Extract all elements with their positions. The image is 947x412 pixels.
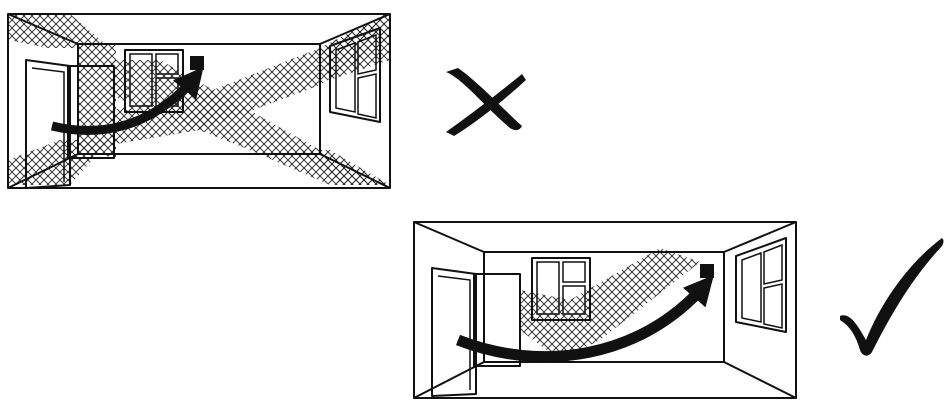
room-panel-correct	[413, 221, 797, 399]
open-door-leaf	[473, 273, 521, 367]
door	[431, 267, 521, 397]
air-conditioner-unit	[190, 56, 204, 70]
side-window	[329, 27, 381, 123]
room-outline	[413, 221, 797, 399]
cross-mark-icon	[446, 68, 526, 136]
back-wall	[77, 43, 321, 155]
check-mark-icon	[840, 238, 944, 356]
room-panel-incorrect	[7, 13, 391, 189]
back-window	[531, 257, 591, 321]
room-outline	[7, 13, 391, 189]
open-door-leaf	[67, 65, 115, 159]
door	[25, 59, 115, 189]
air-conditioner-unit	[700, 264, 714, 278]
back-wall	[483, 251, 725, 363]
airflow-coverage-hatch	[520, 248, 700, 360]
side-window	[735, 237, 787, 333]
